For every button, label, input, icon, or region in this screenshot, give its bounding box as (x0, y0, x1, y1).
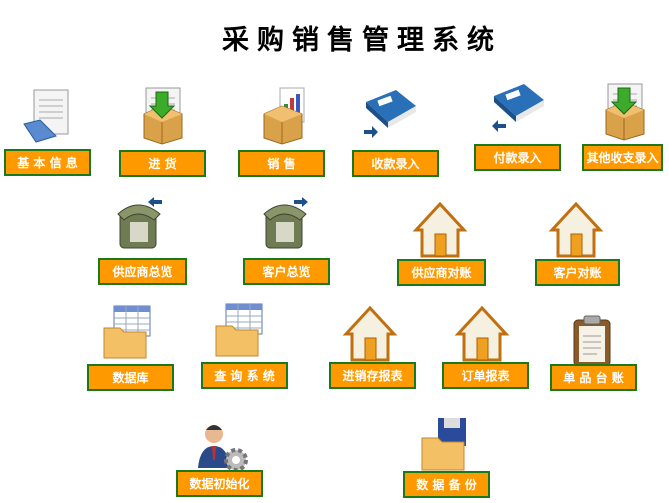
purchase-button[interactable]: 进 货 (119, 150, 206, 177)
query-sheet-icon[interactable] (210, 300, 270, 362)
inventory-report-button[interactable]: 进销存报表 (329, 362, 416, 389)
order-report-button[interactable]: 订单报表 (442, 362, 529, 389)
payment-entry-button[interactable]: 付款录入 (474, 144, 561, 171)
purchase-box-icon[interactable] (132, 84, 192, 146)
page-title: 采购销售管理系统 (222, 25, 502, 56)
inventory-report-house-icon[interactable] (340, 302, 400, 364)
supplier-house-icon[interactable] (410, 198, 470, 260)
supplier-reconcile-button[interactable]: 供应商对账 (397, 259, 486, 286)
query-system-button[interactable]: 查 询 系 统 (201, 362, 288, 389)
customer-overview-button[interactable]: 客户总览 (243, 258, 330, 285)
data-init-button[interactable]: 数据初始化 (176, 470, 263, 497)
sales-boxes-icon[interactable] (252, 84, 312, 146)
other-income-expense-button[interactable]: 其他收支录入 (582, 144, 663, 171)
receipt-entry-button[interactable]: 收款录入 (352, 150, 439, 177)
receipt-book-icon[interactable] (360, 84, 420, 146)
customer-house-icon[interactable] (546, 198, 606, 260)
other-income-box-icon[interactable] (594, 80, 654, 142)
payment-book-icon[interactable] (488, 78, 548, 140)
order-report-house-icon[interactable] (452, 302, 512, 364)
database-button[interactable]: 数据库 (87, 364, 174, 391)
document-folder-icon[interactable] (20, 86, 80, 148)
supplier-phone-icon[interactable] (110, 192, 170, 254)
item-ledger-button[interactable]: 单 品 台 账 (550, 364, 637, 391)
sales-button[interactable]: 销 售 (238, 150, 325, 177)
supplier-overview-button[interactable]: 供应商总览 (98, 258, 187, 285)
customer-phone-icon[interactable] (256, 192, 316, 254)
database-sheet-icon[interactable] (98, 302, 158, 364)
customer-reconcile-button[interactable]: 客户对账 (535, 259, 620, 286)
basic-info-button[interactable]: 基 本 信 息 (4, 149, 91, 176)
floppy-folder-icon[interactable] (416, 414, 476, 476)
data-backup-button[interactable]: 数 据 备 份 (403, 471, 490, 498)
